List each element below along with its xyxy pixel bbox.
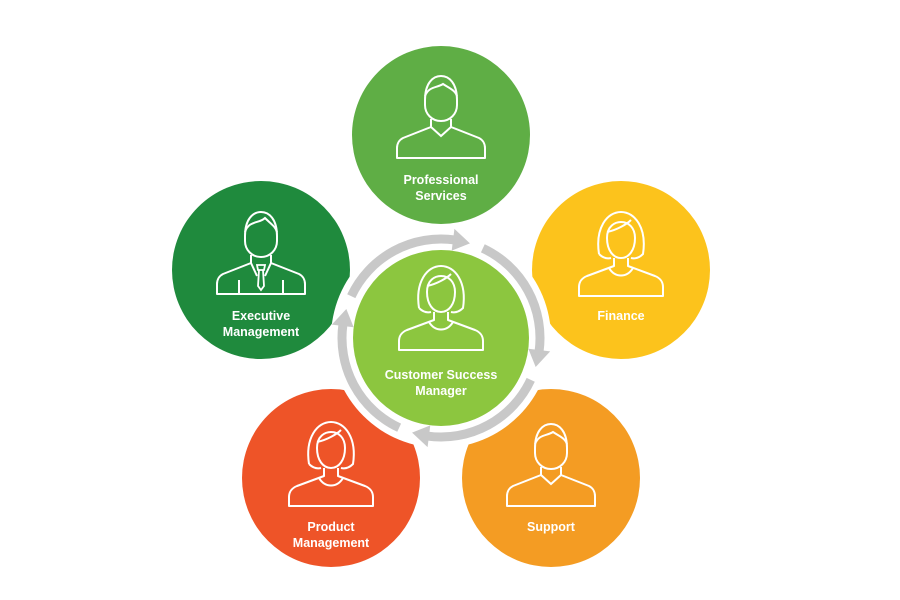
cycle-arrow-segment-1	[347, 234, 456, 299]
cycle-arrowhead-4	[331, 309, 354, 328]
cycle-arrows	[331, 228, 551, 448]
professional-services-label-line2: Services	[415, 189, 466, 203]
product-management-label-line1: Product	[307, 520, 355, 534]
product-management-label-line2: Management	[293, 536, 370, 550]
node-professional-services: Professional Services	[352, 46, 530, 224]
cycle-arrowhead-2	[528, 348, 551, 367]
customer-success-manager-label-line1: Customer Success	[385, 368, 498, 382]
customer-success-manager-label-line2: Manager	[415, 384, 467, 398]
support-circle	[462, 389, 640, 567]
node-executive-management: Executive Management	[172, 181, 350, 359]
cycle-arrow-segment-2	[480, 244, 545, 353]
finance-label: Finance	[597, 309, 644, 323]
support-label: Support	[527, 520, 576, 534]
executive-management-label-line1: Executive	[232, 309, 290, 323]
node-product-management: Product Management	[242, 389, 420, 567]
cycle-arrowhead-3	[412, 425, 431, 448]
professional-services-label-line1: Professional	[403, 173, 478, 187]
finance-circle	[532, 181, 710, 359]
customer-success-manager-circle	[353, 250, 529, 426]
node-finance: Finance	[532, 181, 710, 359]
product-management-circle	[242, 389, 420, 567]
node-customer-success-manager: Customer Success Manager	[353, 250, 529, 426]
node-support: Support	[462, 389, 640, 567]
cycle-arrow-segment-3	[426, 377, 535, 442]
executive-management-label-line2: Management	[223, 325, 300, 339]
cycle-arrow-segment-4	[337, 323, 402, 432]
cycle-arrowhead-1	[451, 228, 470, 251]
